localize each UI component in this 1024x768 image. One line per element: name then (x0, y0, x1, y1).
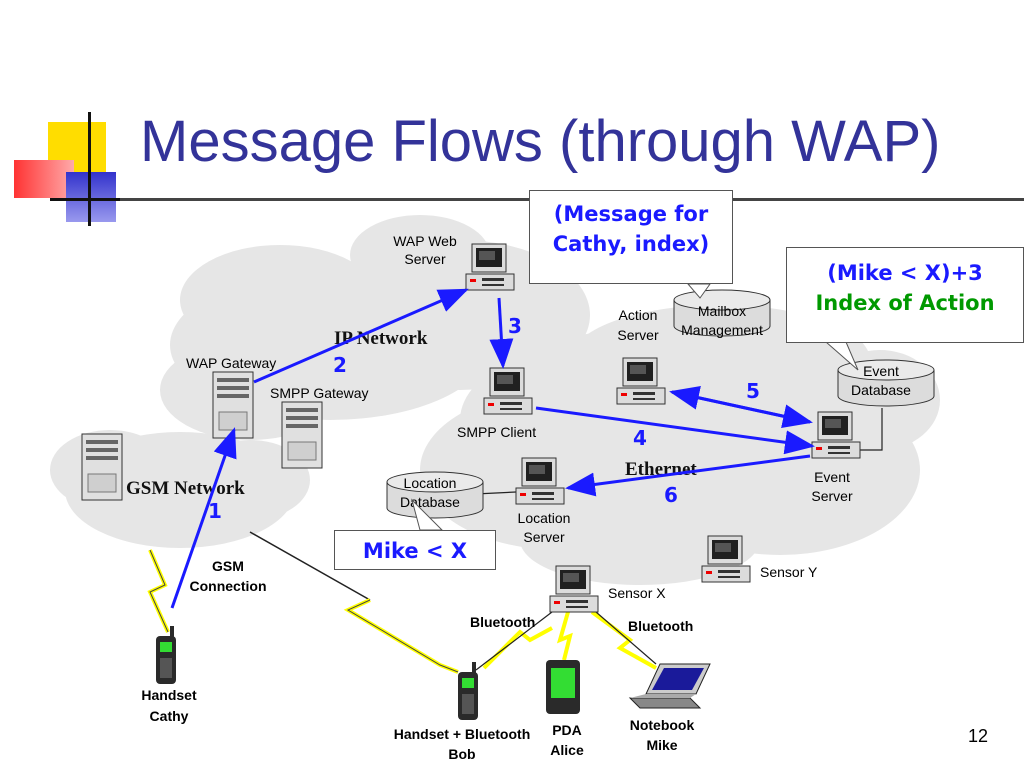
step-4: 4 (633, 426, 647, 450)
bob-lightning (343, 598, 459, 674)
gsm-server-icon (81, 433, 123, 501)
sensor-x-label: Sensor X (608, 585, 666, 601)
step-3: 3 (508, 314, 522, 338)
smpp-gateway-icon (281, 401, 323, 469)
message-callout-line-1: (Message for (553, 202, 709, 226)
bluetooth-pda-lightning (556, 611, 573, 661)
sensor-bob-line (475, 611, 553, 671)
ip-network-label: IP Network (334, 328, 428, 349)
mike-action-callout: (Mike < X)+3 Index of Action (786, 247, 1024, 343)
title-decoration (0, 0, 140, 240)
step-1: 1 (208, 499, 222, 523)
handset-cathy-icon (156, 626, 176, 684)
step-5: 5 (746, 379, 760, 403)
decor-red-square (14, 160, 74, 198)
bob-lightning-outline (346, 599, 459, 673)
decor-blue-square (66, 172, 116, 222)
step-2: 2 (333, 353, 347, 377)
mike-action-callout-line-1: (Mike < X)+3 (827, 261, 983, 285)
gsm-network-label: GSM Network (126, 478, 245, 499)
sensor-notebook-line (595, 611, 657, 665)
smpp-client-label: SMPP Client (457, 424, 536, 440)
decor-vertical-line (88, 112, 91, 226)
gsm-link-line (249, 531, 371, 601)
bluetooth-notebook-lightning (590, 610, 657, 670)
wap-gateway-icon (212, 371, 254, 439)
smpp-gateway-label: SMPP Gateway (270, 385, 369, 401)
event-db-link (860, 408, 883, 451)
gsm-connection-lightning-outline (149, 549, 169, 633)
message-callout: (Message for Cathy, index) (529, 190, 733, 284)
page-number: 12 (968, 726, 989, 746)
flow-arrow-4 (535, 406, 815, 455)
handset-bob-icon (458, 662, 478, 720)
mike-x-callout-text: Mike < X (362, 539, 468, 563)
flow-arrow-6 (565, 454, 811, 497)
flow-arrow-3 (489, 297, 514, 369)
flow-arrow-1 (170, 427, 237, 609)
ip-network-cloud (160, 215, 590, 440)
mike-action-callout-line-2: Index of Action (815, 291, 995, 315)
bluetooth-left-label: Bluetooth (470, 614, 535, 630)
mike-x-callout: Mike < X (334, 530, 496, 570)
message-callout-pointer (686, 283, 711, 299)
sensor-y-label: Sensor Y (760, 564, 818, 580)
pda-alice-icon (546, 660, 580, 714)
message-callout-line-2: Cathy, index) (552, 232, 710, 256)
bluetooth-bob-lightning (482, 626, 553, 670)
wap-gateway-label: WAP Gateway (186, 355, 276, 371)
flow-arrow-2 (253, 288, 469, 384)
bluetooth-right-label: Bluetooth (628, 618, 693, 634)
decor-horizontal-line (50, 198, 126, 201)
notebook-mike-icon (628, 663, 711, 709)
step-6: 6 (664, 483, 678, 507)
slide-title: Message Flows (through WAP) (140, 109, 941, 174)
flow-arrow-5-b (671, 390, 813, 428)
